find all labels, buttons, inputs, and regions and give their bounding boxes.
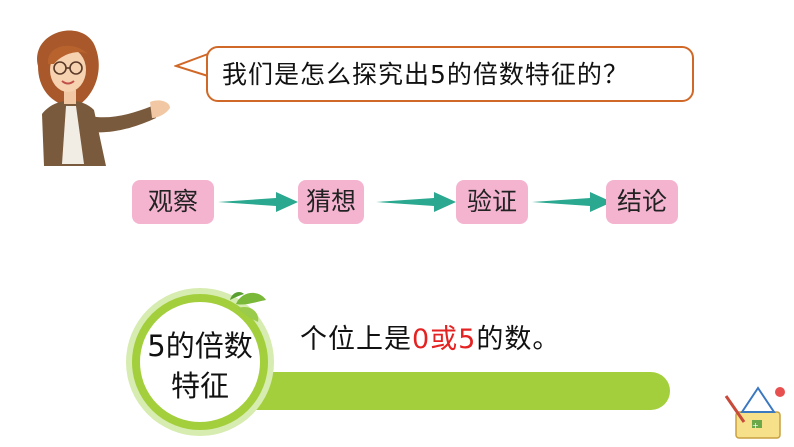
arrow-right-icon [376,192,456,212]
step-observe: 观察 [132,180,214,224]
teacher-illustration [37,30,170,166]
svg-text:+: + [752,421,759,430]
step-verify: 验证 [456,180,528,224]
step-conclusion: 结论 [606,180,678,224]
arrow-right-icon [532,192,612,212]
arrow-right-icon [218,192,298,212]
feature-badge-text: 5的倍数 特征 [120,326,280,406]
green-bar [228,372,670,410]
feature-prefix: 个位上是 [300,324,412,355]
step-guess: 猜想 [298,180,364,224]
speech-bubble [206,46,694,102]
feature-statement: 个位上是0或5的数。 [300,322,560,358]
question-text: 我们是怎么探究出5的倍数特征的？ [222,60,629,89]
feature-suffix: 的数。 [476,324,561,355]
stationery-decoration-icon: + [724,386,785,439]
feature-highlight: 0或5 [412,324,477,355]
feature-badge-line1: 5的倍数 [147,329,253,363]
feature-badge-circle [126,288,274,436]
speech-bubble-tail [174,53,209,77]
feature-badge-line2: 特征 [170,369,229,403]
